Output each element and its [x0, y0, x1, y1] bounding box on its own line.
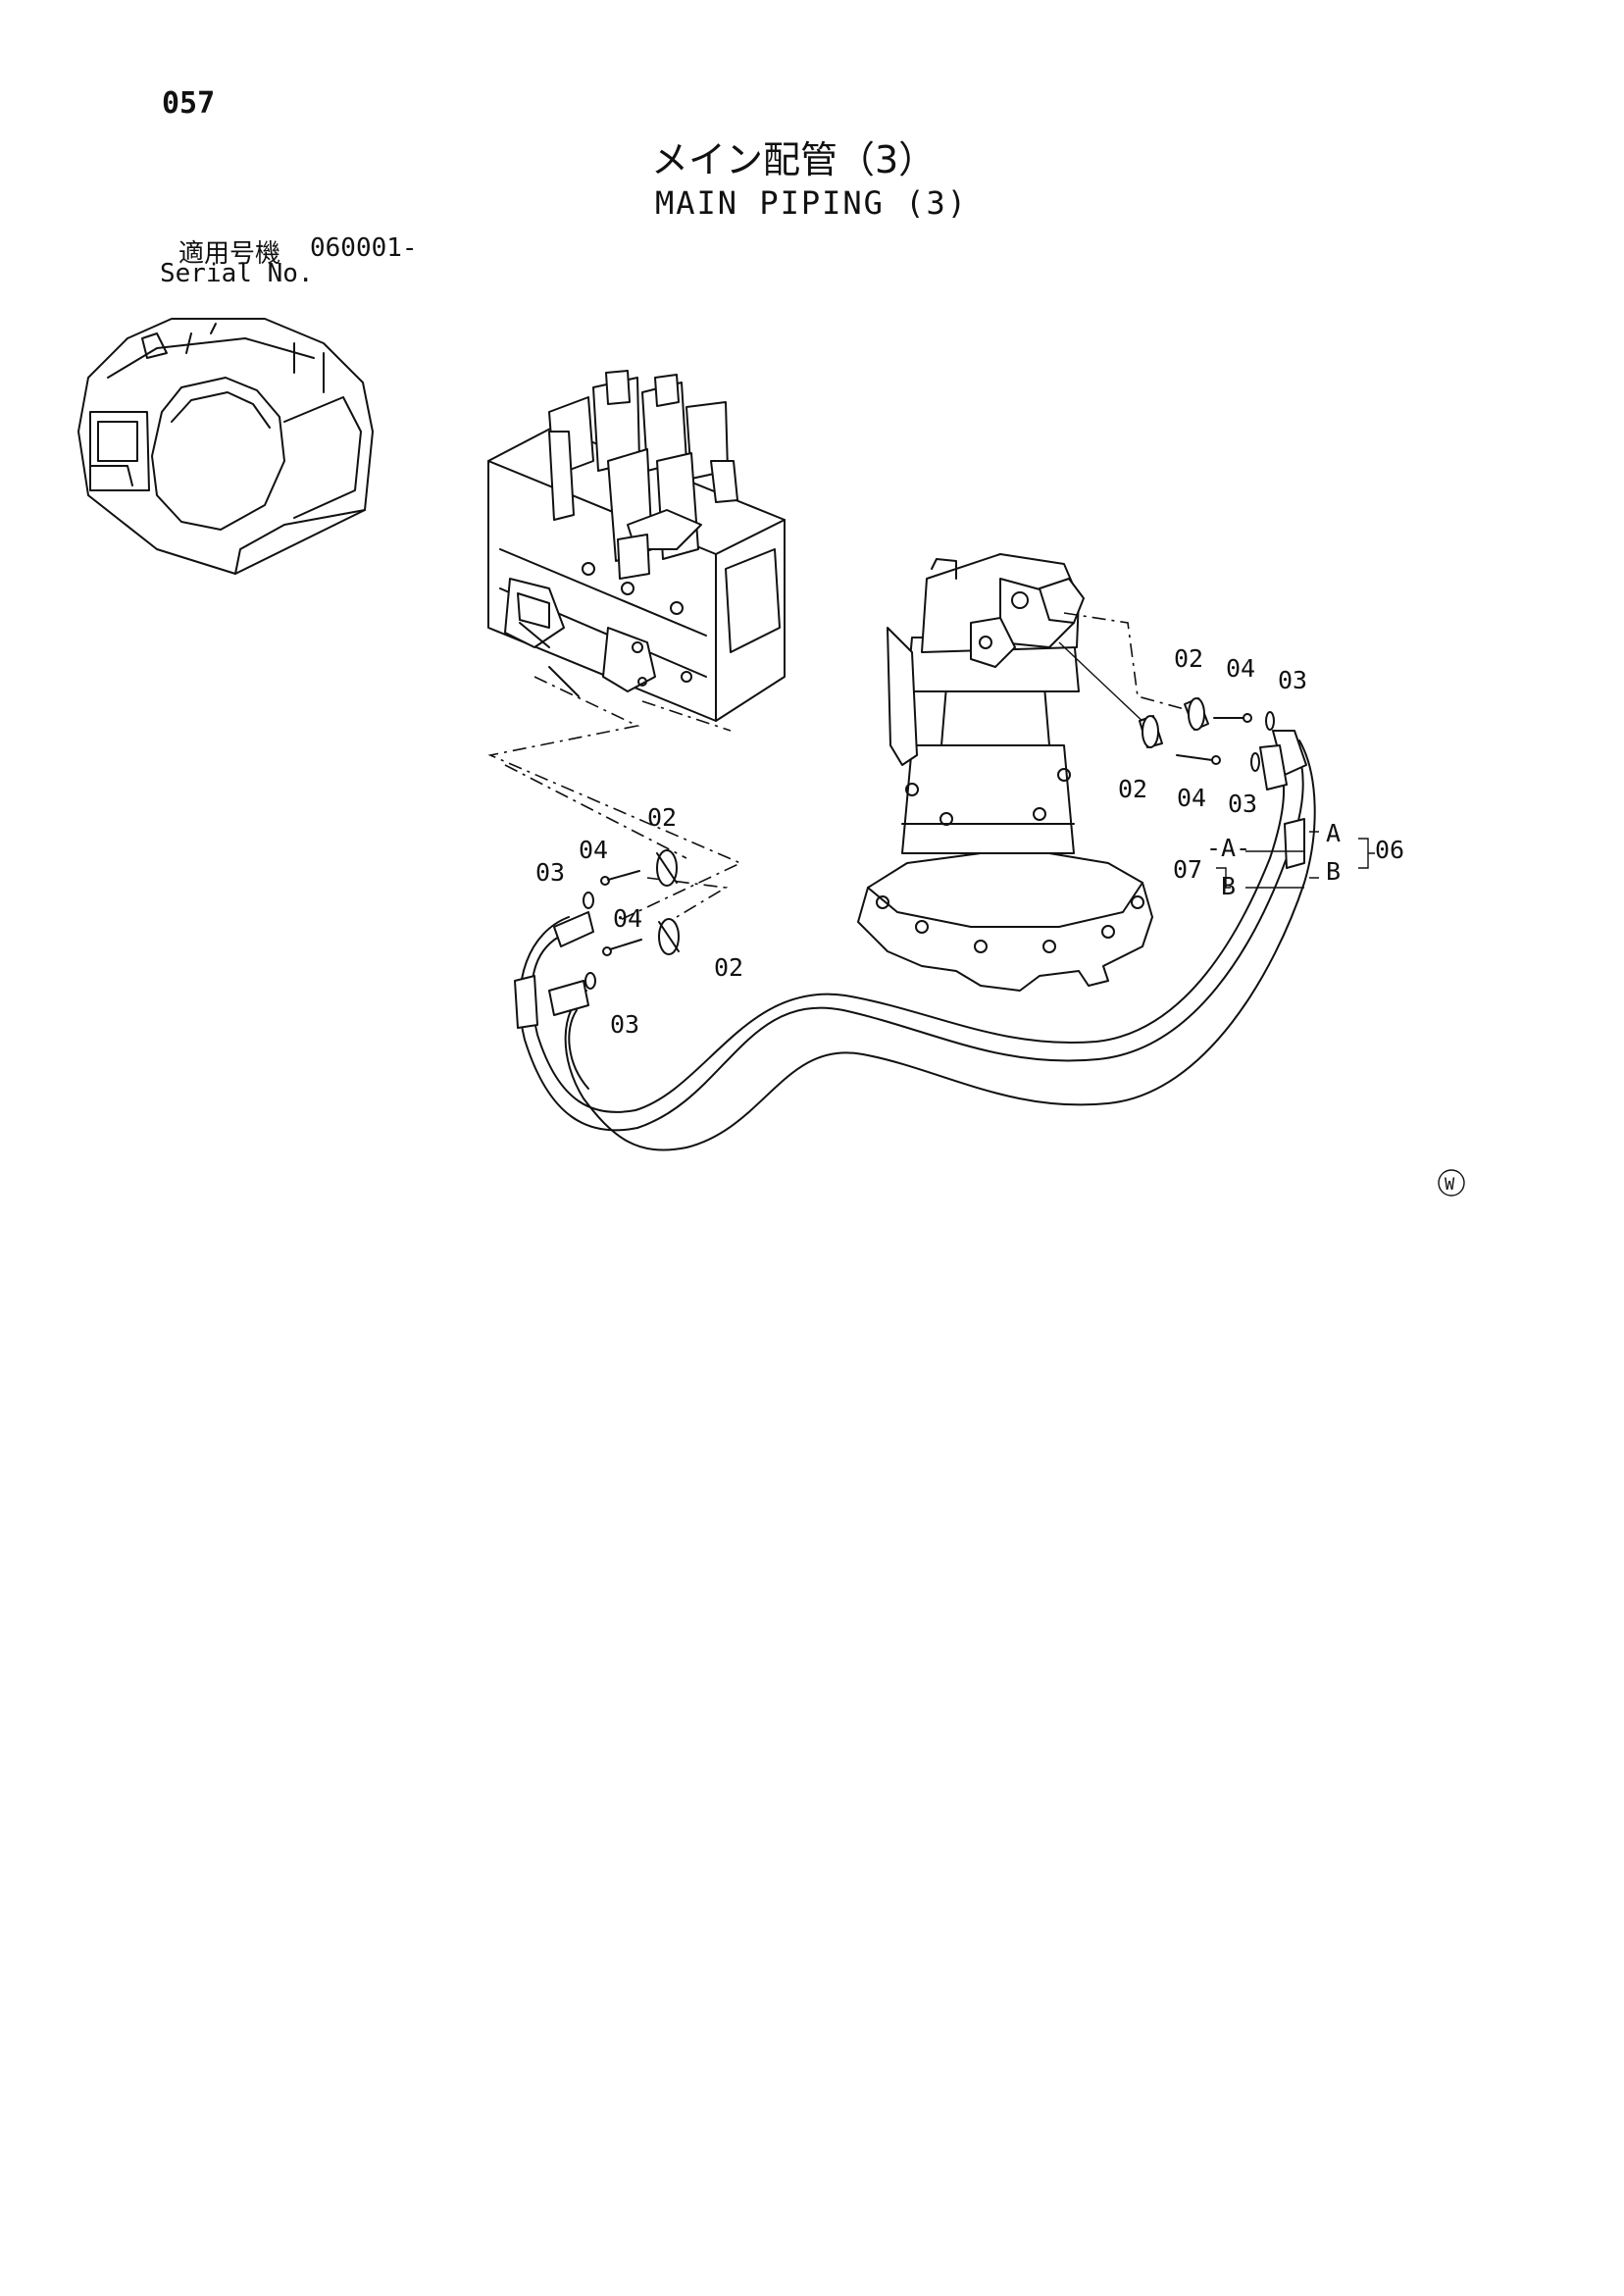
valve-side-fittings: [583, 849, 680, 990]
callout-02-top: 02: [1174, 644, 1203, 673]
callout-b-left: B: [1221, 872, 1236, 900]
callout-04-valve-top: 04: [579, 836, 608, 864]
swing-motor-assembly: [857, 553, 1153, 992]
page-title-japanese: メイン配管（3）: [651, 138, 937, 181]
hydraulic-hoses: [514, 730, 1316, 1151]
callout-brackets: [1216, 831, 1375, 889]
callout-a-right: A: [1326, 819, 1341, 847]
page-number: 057: [162, 86, 216, 121]
callout-07: 07: [1173, 855, 1202, 884]
callout-a-left: -A-: [1206, 834, 1250, 862]
callout-06: 06: [1375, 836, 1404, 864]
serial-label-japanese: 適用号機: [178, 239, 281, 269]
callout-02-valve-bot: 02: [714, 953, 743, 982]
leader-lines-motor: [1058, 612, 1193, 727]
leader-lines-control-valve: [487, 676, 742, 923]
serial-range: 060001-: [310, 233, 418, 263]
callout-04-valve-bot: 04: [613, 904, 642, 933]
serial-label-english: Serial No.: [160, 259, 314, 288]
callout-04-top: 04: [1226, 654, 1255, 683]
callout-04-mid: 04: [1177, 784, 1206, 812]
control-valve-assembly: [487, 370, 786, 722]
part-callouts: 02 04 03 02 04 03 -A- A 06 07 B B 02 04 …: [535, 644, 1404, 1039]
motor-side-fittings: [1139, 697, 1275, 772]
callout-b-right: B: [1326, 857, 1341, 886]
page-title-english: MAIN PIPING (3): [655, 184, 968, 222]
circled-w-mark: W: [1438, 1169, 1465, 1197]
callout-03-mid: 03: [1228, 790, 1257, 818]
mark-symbol: W: [1445, 1175, 1455, 1195]
callout-02-valve-top: 02: [647, 803, 677, 832]
callout-03-valve-top: 03: [535, 858, 565, 887]
callout-03-valve-bot: 03: [610, 1010, 639, 1039]
callout-03-top: 03: [1278, 666, 1307, 694]
excavator-thumbnail-icon: [77, 318, 374, 575]
callout-02-mid: 02: [1118, 775, 1147, 803]
